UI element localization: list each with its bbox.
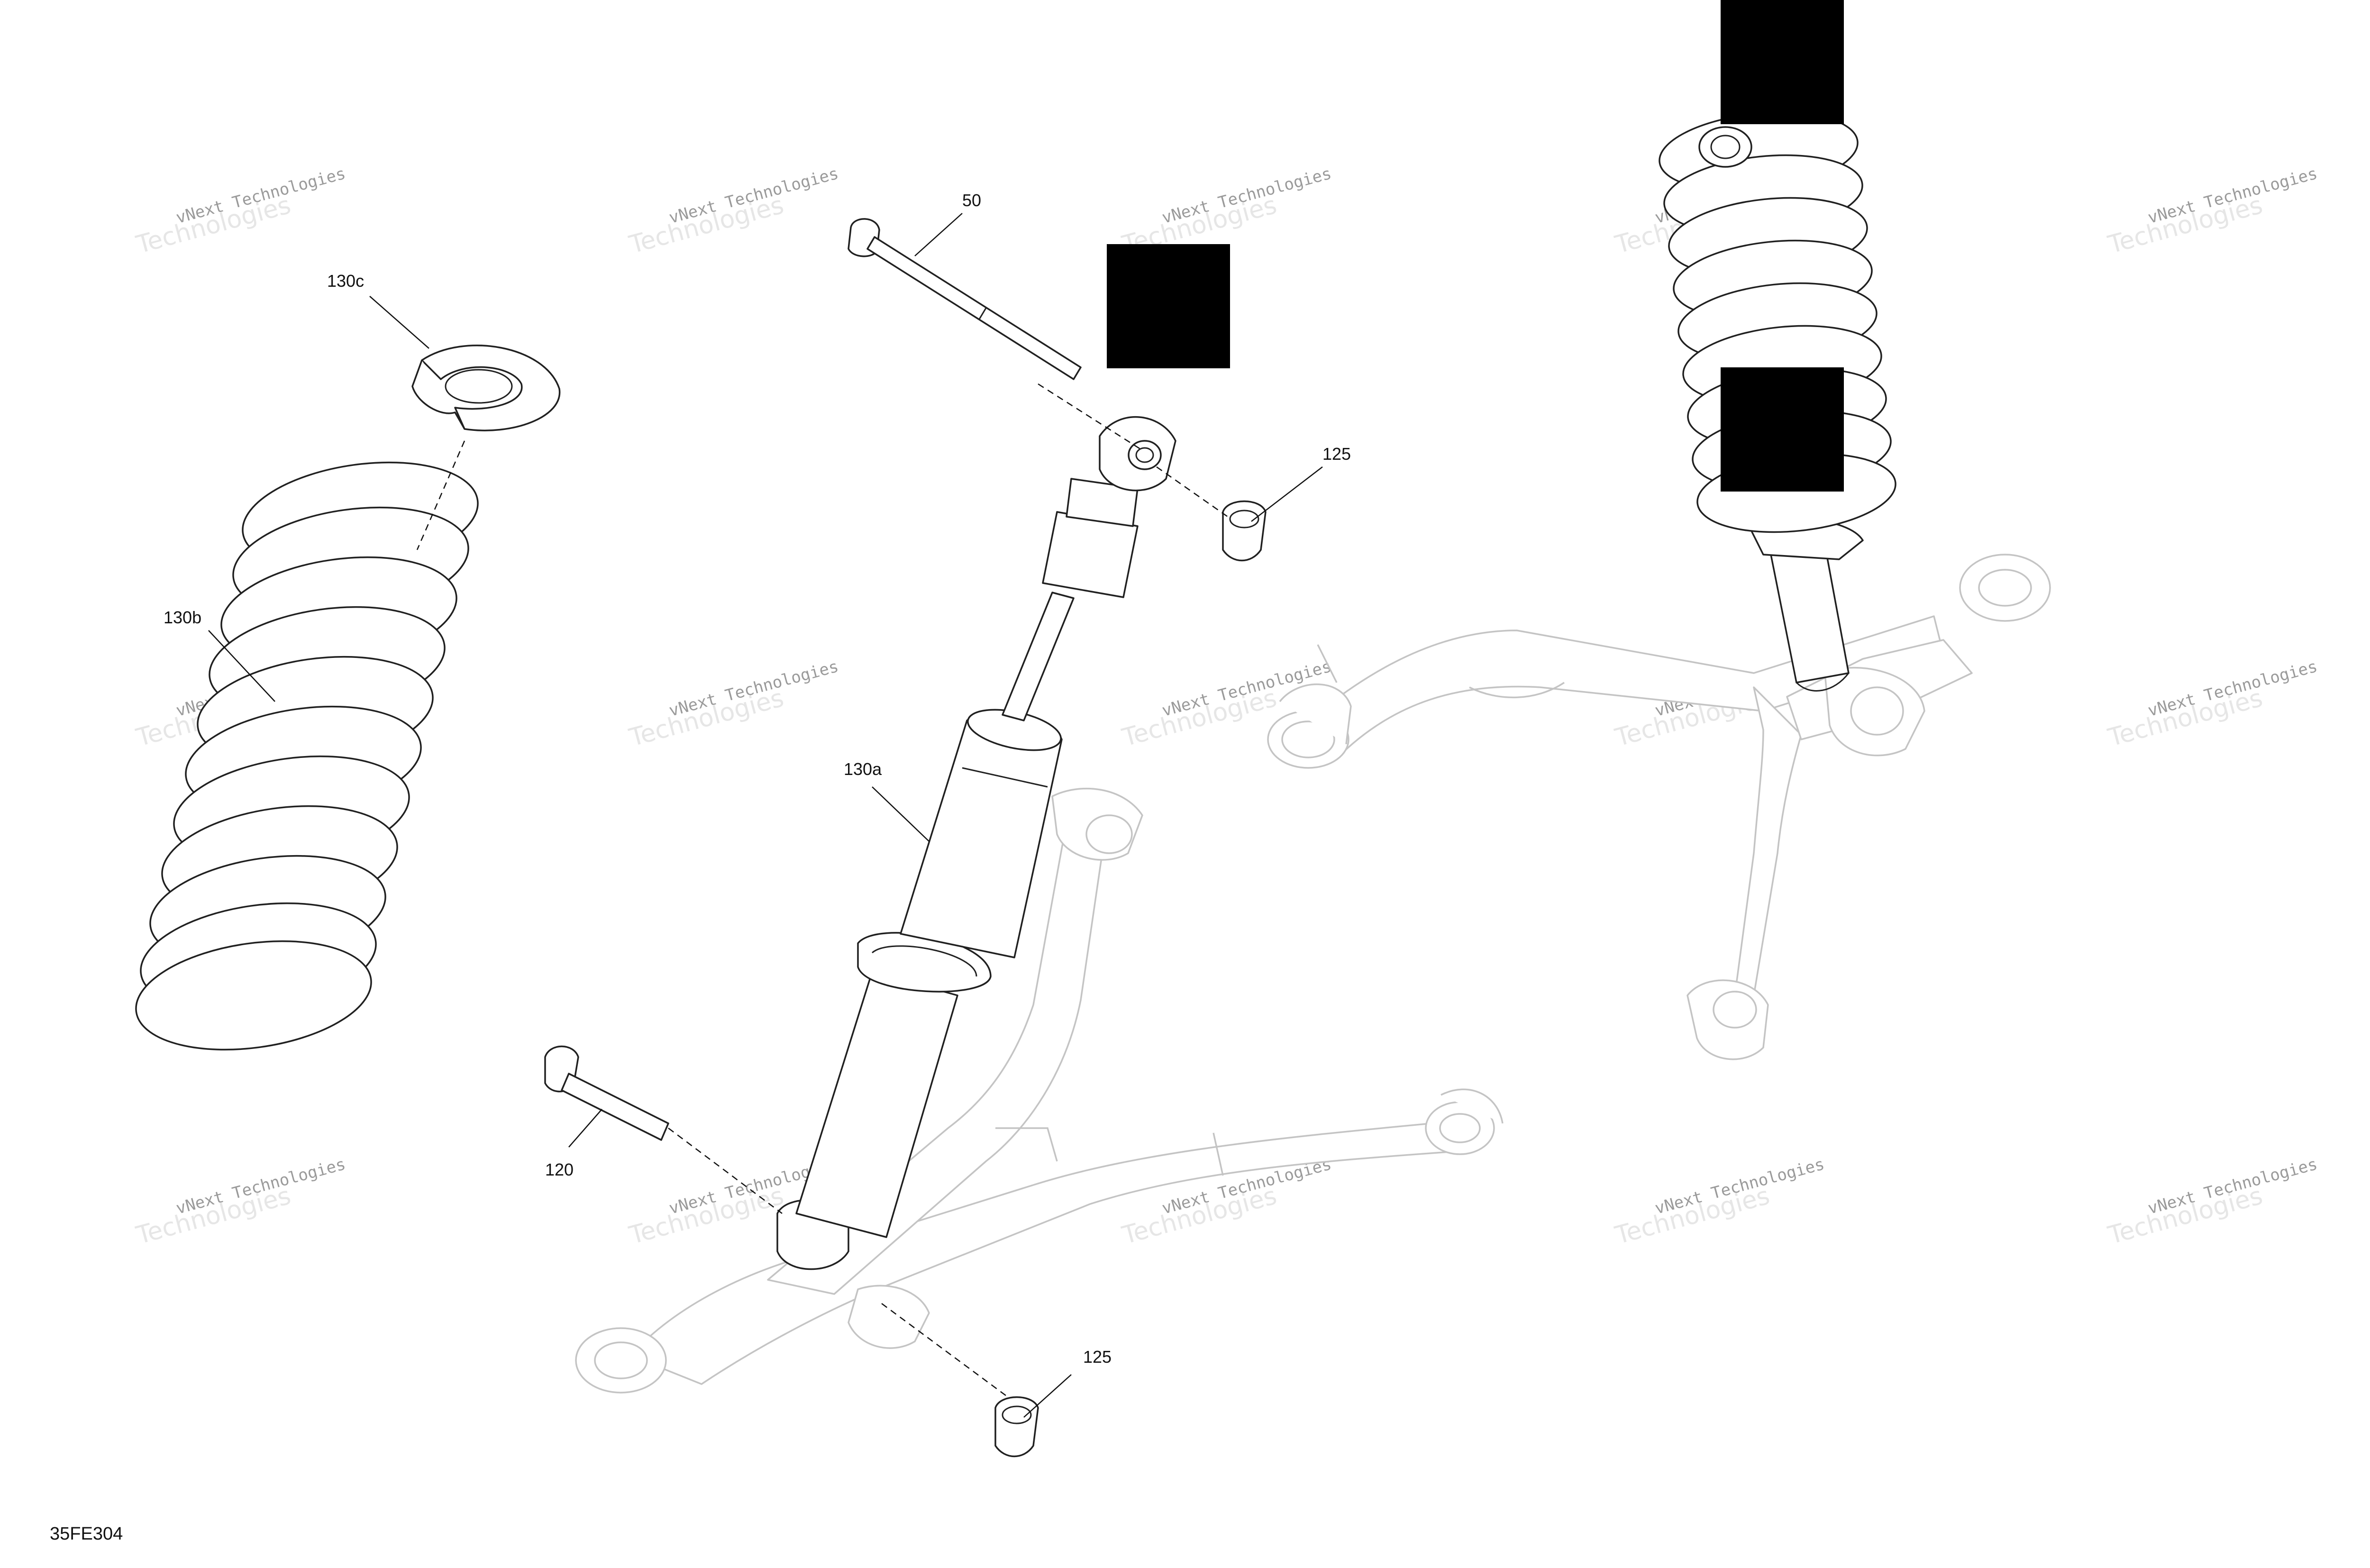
watermark: Technologies vNext Technologies [2105,1155,2320,1250]
redaction-block [1721,367,1844,492]
callout-125-upper: 125 [1322,444,1351,464]
watermark: Technologies vNext Technologies [133,1155,348,1250]
watermark: Technologies vNext Technologies [2105,657,2320,752]
assembly-centerlines [416,383,1228,1399]
redaction-block [1721,0,1844,124]
callout-130c: 130c [327,271,364,291]
callout-labels: 130c 130b 130a 50 125 120 125 [164,191,1351,1367]
installed-a-arm-ghost [1267,554,2051,1060]
lower-bolt [544,1045,669,1141]
watermark: Technologies vNext Technologies [626,164,841,259]
redaction-blocks [1107,0,1844,492]
watermark: Technologies vNext Technologies [1612,1155,1827,1250]
callout-leaders [208,213,1323,1418]
upper-bolt [848,218,1082,380]
lower-a-arm-ghost [575,787,1504,1394]
callout-120: 120 [545,1160,574,1179]
callout-130a: 130a [844,759,882,779]
lower-nut [994,1396,1039,1458]
watermark: Technologies vNext Technologies [626,657,841,752]
callout-130b: 130b [164,608,201,627]
watermark: Technologies vNext Technologies [133,164,348,259]
callout-50: 50 [962,191,981,210]
redaction-block [1107,244,1230,368]
watermark: Technologies vNext Technologies [2105,164,2320,259]
coil-spring [135,461,479,1051]
shock-absorber [776,416,1176,1270]
upper-nut [1222,500,1267,562]
spring-seat [411,345,561,431]
callout-125-lower: 125 [1083,1347,1112,1367]
figure-id: 35FE304 [50,1524,123,1544]
